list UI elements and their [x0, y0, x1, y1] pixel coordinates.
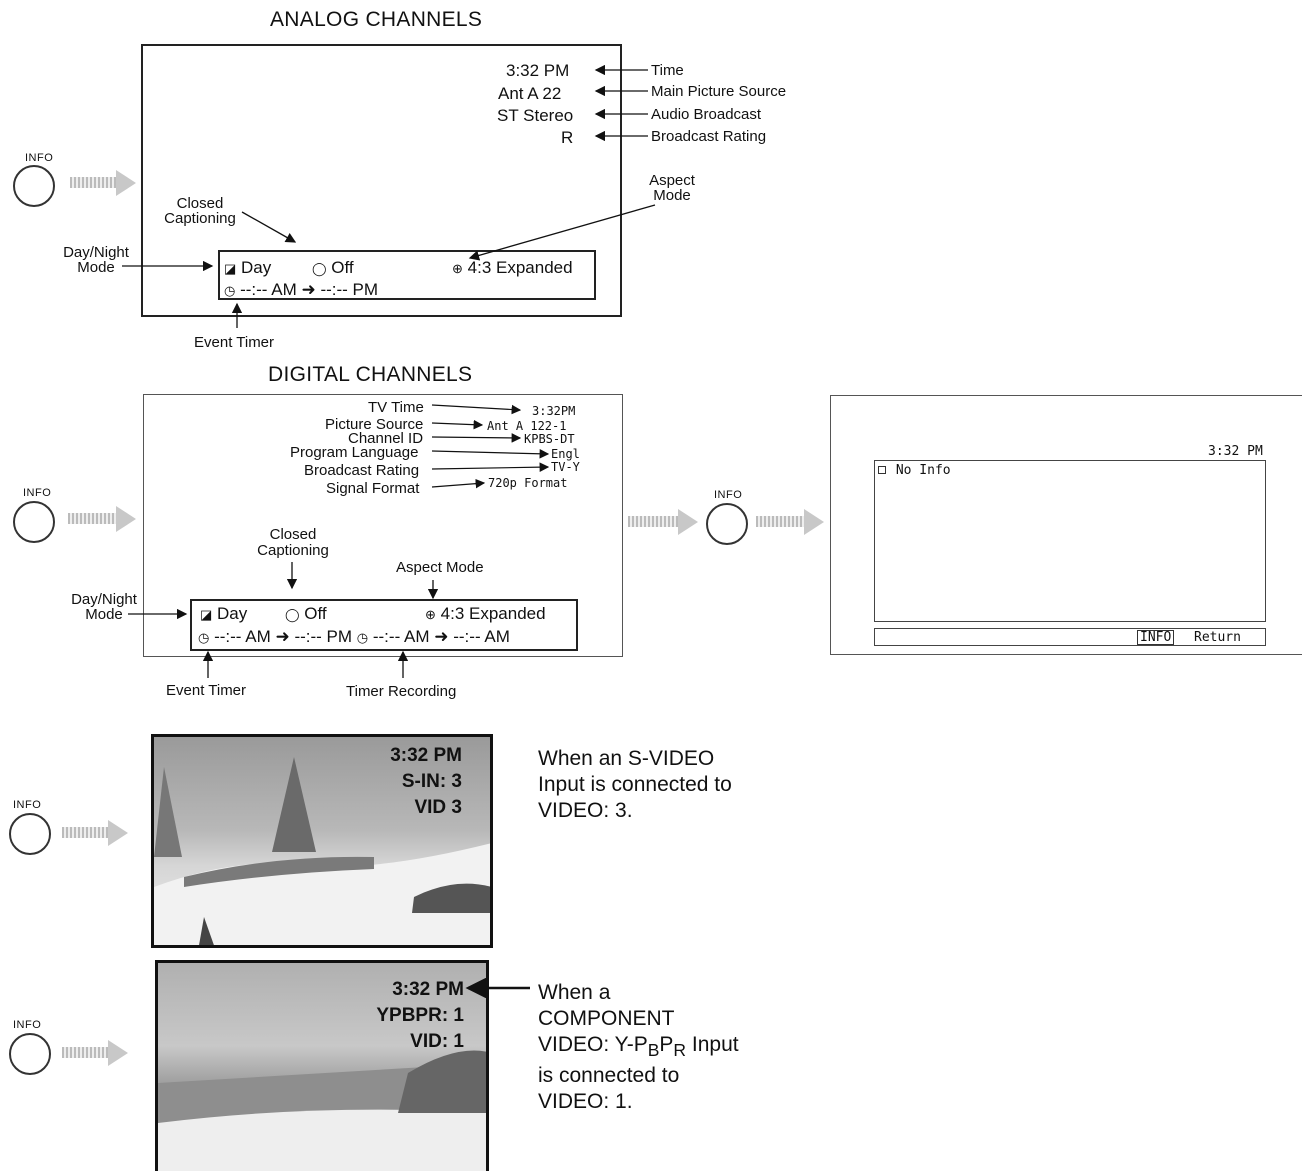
digital-ghost-arrow-head	[116, 506, 136, 532]
svideo-osd: 3:32 PM S-IN: 3 VID 3	[390, 743, 462, 821]
noinfo-message-box	[874, 460, 1266, 622]
component-desc-mid: P	[659, 1033, 673, 1056]
noinfo-ghost-arrow	[756, 516, 806, 527]
svideo-info-label: INFO	[13, 799, 41, 811]
svideo-desc-line1: When an S-VIDEO	[538, 746, 732, 772]
component-description: When a COMPONENT VIDEO: Y-PBPR Input is …	[538, 980, 739, 1115]
component-desc-post: Input	[686, 1033, 739, 1056]
digital-callout-lines	[0, 380, 640, 700]
analog-ghost-arrow-head	[116, 170, 136, 196]
svideo-ghost-arrow	[62, 827, 110, 838]
svideo-photo: 3:32 PM S-IN: 3 VID 3	[151, 734, 493, 948]
digital-info-button[interactable]	[13, 501, 55, 543]
component-callout-arrow	[460, 978, 540, 998]
component-ghost-arrow	[62, 1047, 110, 1058]
component-info-label: INFO	[13, 1019, 41, 1031]
analog-info-button[interactable]	[13, 165, 55, 207]
digital-info-label: INFO	[23, 487, 51, 499]
noinfo-info-label: INFO	[714, 489, 742, 501]
component-osd-time: 3:32 PM	[376, 977, 464, 1003]
component-osd-input: YPBPR: 1	[376, 1003, 464, 1029]
svideo-osd-vid: VID 3	[390, 795, 462, 821]
component-ghost-arrow-head	[108, 1040, 128, 1066]
noinfo-message: No Info	[896, 463, 951, 478]
analog-callout-lines	[0, 0, 1302, 360]
svideo-osd-input: S-IN: 3	[390, 769, 462, 795]
noinfo-ghost-arrow-head	[804, 509, 824, 535]
to-noinfo-ghost-arrow-head	[678, 509, 698, 535]
component-desc-line4: is connected to	[538, 1063, 739, 1089]
component-photo: 3:32 PM YPBPR: 1 VID: 1	[155, 960, 489, 1171]
svideo-info-button[interactable]	[9, 813, 51, 855]
component-desc-line1: When a	[538, 980, 739, 1006]
component-desc-line2: COMPONENT	[538, 1006, 739, 1032]
noinfo-message-row: No Info	[878, 463, 951, 478]
component-desc-sub-b: B	[648, 1040, 660, 1060]
svideo-desc-line3: VIDEO: 3.	[538, 798, 732, 824]
analog-ghost-arrow	[70, 177, 118, 188]
component-info-button[interactable]	[9, 1033, 51, 1075]
svideo-osd-time: 3:32 PM	[390, 743, 462, 769]
svideo-description: When an S-VIDEO Input is connected to VI…	[538, 746, 732, 824]
noinfo-return-label[interactable]: Return	[1194, 630, 1241, 645]
analog-info-label: INFO	[25, 152, 53, 164]
component-desc-pre: VIDEO: Y-P	[538, 1033, 648, 1056]
component-osd: 3:32 PM YPBPR: 1 VID: 1	[376, 977, 464, 1055]
noinfo-info-button[interactable]	[706, 503, 748, 545]
noinfo-time: 3:32 PM	[1208, 444, 1263, 459]
to-noinfo-ghost-arrow	[628, 516, 680, 527]
component-osd-vid: VID: 1	[376, 1029, 464, 1055]
svideo-desc-line2: Input is connected to	[538, 772, 732, 798]
component-desc-sub-r: R	[673, 1040, 686, 1060]
info-square-icon	[878, 466, 886, 474]
noinfo-info-key[interactable]: INFO	[1137, 630, 1174, 645]
component-desc-line3: VIDEO: Y-PBPR Input	[538, 1032, 739, 1063]
svideo-ghost-arrow-head	[108, 820, 128, 846]
component-desc-line5: VIDEO: 1.	[538, 1089, 739, 1115]
digital-ghost-arrow	[68, 513, 118, 524]
